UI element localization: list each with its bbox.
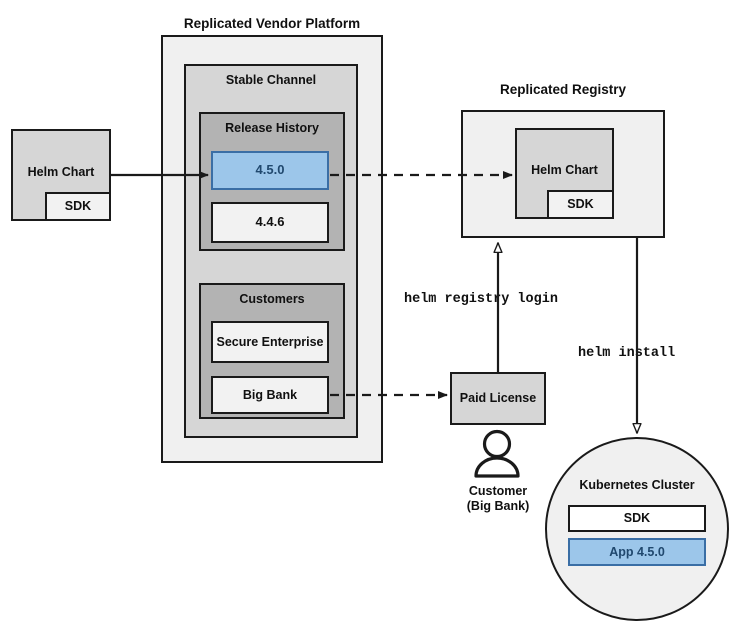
customer-big-bank[interactable]: Big Bank	[211, 376, 329, 414]
release-version-4-5-0[interactable]: 4.5.0	[211, 151, 329, 190]
customers-label: Customers	[239, 292, 305, 306]
registry-title: Replicated Registry	[499, 82, 627, 97]
customer-actor-line2: (Big Bank)	[466, 499, 530, 513]
customer-actor-line1: Customer	[468, 484, 528, 498]
release-history-label: Release History	[225, 121, 319, 135]
registry-sdk-box[interactable]: SDK	[547, 190, 614, 219]
vendor-platform-title: Replicated Vendor Platform	[183, 16, 361, 31]
customer-secure-enterprise[interactable]: Secure Enterprise	[211, 321, 329, 363]
cluster-sdk-box[interactable]: SDK	[568, 505, 706, 532]
customer-actor-caption: Customer (Big Bank)	[431, 484, 565, 514]
helm-install-command: helm install	[578, 346, 676, 361]
helm-registry-login-command: helm registry login	[404, 292, 558, 307]
release-version-4-4-6[interactable]: 4.4.6	[211, 202, 329, 243]
cluster-app-box[interactable]: App 4.5.0	[568, 538, 706, 566]
stable-channel-label: Stable Channel	[225, 73, 317, 87]
person-icon	[474, 429, 520, 478]
source-sdk-box[interactable]: SDK	[45, 192, 111, 221]
kubernetes-cluster-label: Kubernetes Cluster	[579, 478, 695, 492]
paid-license-box[interactable]: Paid License	[450, 372, 546, 425]
